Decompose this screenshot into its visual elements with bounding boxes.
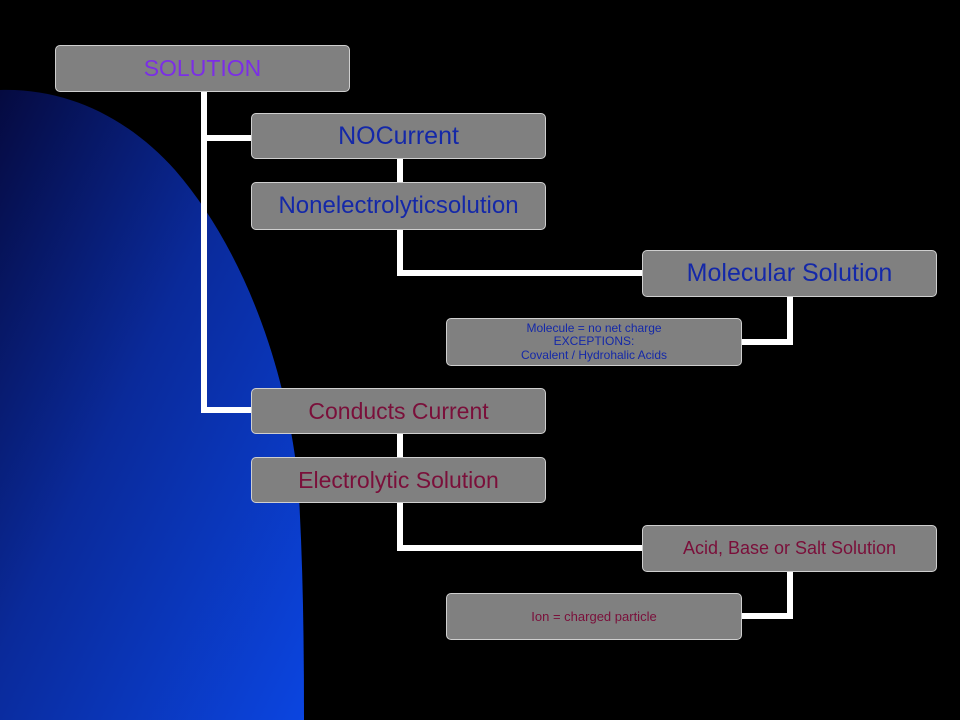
connector-acid-ion <box>742 572 793 619</box>
solution-label: SOLUTION <box>143 55 262 82</box>
conducts-current-label: Conducts Current <box>308 397 489 424</box>
connector-electrolytic-acid <box>397 503 642 551</box>
acid-base-salt-label: Acid, Base or Salt Solution <box>682 538 897 559</box>
no-current-label: NOCurrent <box>338 121 459 150</box>
no-current-node: NOCurrent <box>251 113 546 159</box>
ion-note-label: Ion = charged particle <box>531 608 657 624</box>
connector-nonelectrolytic-molecular <box>397 230 642 276</box>
molecule-note-line-3: Covalent / Hydrohalic Acids <box>520 347 668 362</box>
connector-solution-branches <box>201 92 252 413</box>
solution-node: SOLUTION <box>55 45 350 92</box>
electrolytic-solution-node: Electrolytic Solution <box>251 457 546 503</box>
connector-molecular-note <box>742 297 793 345</box>
acid-base-salt-node: Acid, Base or Salt Solution <box>642 525 937 572</box>
molecular-solution-node: Molecular Solution <box>642 250 937 297</box>
molecule-note-line-1: Molecule = no net charge <box>526 321 662 336</box>
conducts-current-node: Conducts Current <box>251 388 546 434</box>
molecular-solution-label: Molecular Solution <box>686 259 893 288</box>
molecule-note-line-2: EXCEPTIONS: <box>553 334 635 349</box>
nonelectrolytic-node: Nonelectrolyticsolution <box>251 182 546 230</box>
ion-note-node: Ion = charged particle <box>446 593 742 640</box>
molecule-note-node: Molecule = no net charge EXCEPTIONS: Cov… <box>446 318 742 366</box>
electrolytic-solution-label: Electrolytic Solution <box>298 466 499 493</box>
nonelectrolytic-label: Nonelectrolyticsolution <box>278 192 519 220</box>
